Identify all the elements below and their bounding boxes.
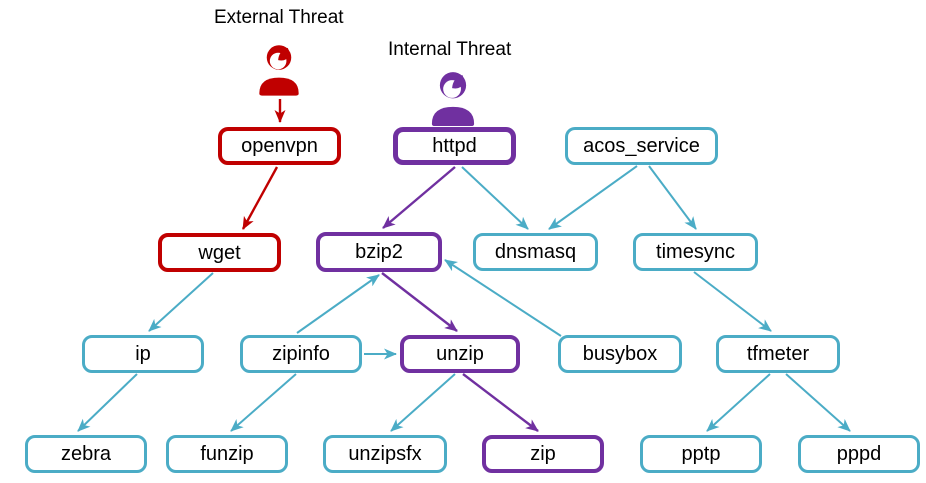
- external-threat-label: External Threat: [214, 7, 344, 28]
- node-ip: ip: [82, 335, 204, 373]
- node-wget: wget: [158, 233, 281, 272]
- edge-zipinfo-funzip: [230, 373, 297, 432]
- node-httpd: httpd: [393, 127, 516, 165]
- node-openvpn: openvpn: [218, 127, 341, 165]
- node-unzip: unzip: [400, 335, 520, 373]
- edge-openvpn-wget: [241, 166, 279, 230]
- edge-zipinfo-bzip2: [296, 274, 380, 334]
- node-pptp: pptp: [640, 435, 762, 473]
- edge-tfmeter-pptp: [706, 373, 771, 432]
- edge-unzip-zip: [462, 373, 539, 432]
- node-acos_service: acos_service: [565, 127, 718, 165]
- internal-threat-label: Internal Threat: [388, 39, 512, 60]
- edge-acos_service-dnsmasq: [548, 165, 638, 230]
- node-funzip: funzip: [166, 435, 288, 473]
- edge-busybox-bzip2: [444, 259, 562, 337]
- node-busybox: busybox: [558, 335, 682, 373]
- edge-wget-ip: [148, 272, 214, 332]
- node-tfmeter: tfmeter: [716, 335, 840, 373]
- edge-tfmeter-pppd: [785, 373, 851, 432]
- internal-threat-person-icon: [431, 72, 475, 127]
- edge-ip-zebra: [77, 373, 138, 432]
- node-dnsmasq: dnsmasq: [473, 233, 598, 271]
- node-zip: zip: [482, 435, 604, 473]
- edge-httpd-dnsmasq: [461, 166, 529, 230]
- node-zipinfo: zipinfo: [240, 335, 362, 373]
- external-threat-person-icon: [259, 45, 299, 96]
- node-bzip2: bzip2: [316, 232, 442, 272]
- edge-acos_service-timesync: [648, 165, 697, 230]
- edge-timesync-tfmeter: [693, 271, 772, 332]
- node-zebra: zebra: [25, 435, 147, 473]
- node-pppd: pppd: [798, 435, 920, 473]
- edge-bzip2-unzip: [381, 272, 458, 332]
- edge-unzip-unzipsfx: [390, 373, 456, 432]
- node-unzipsfx: unzipsfx: [323, 435, 447, 473]
- node-timesync: timesync: [633, 233, 758, 271]
- edge-httpd-bzip2: [382, 166, 456, 229]
